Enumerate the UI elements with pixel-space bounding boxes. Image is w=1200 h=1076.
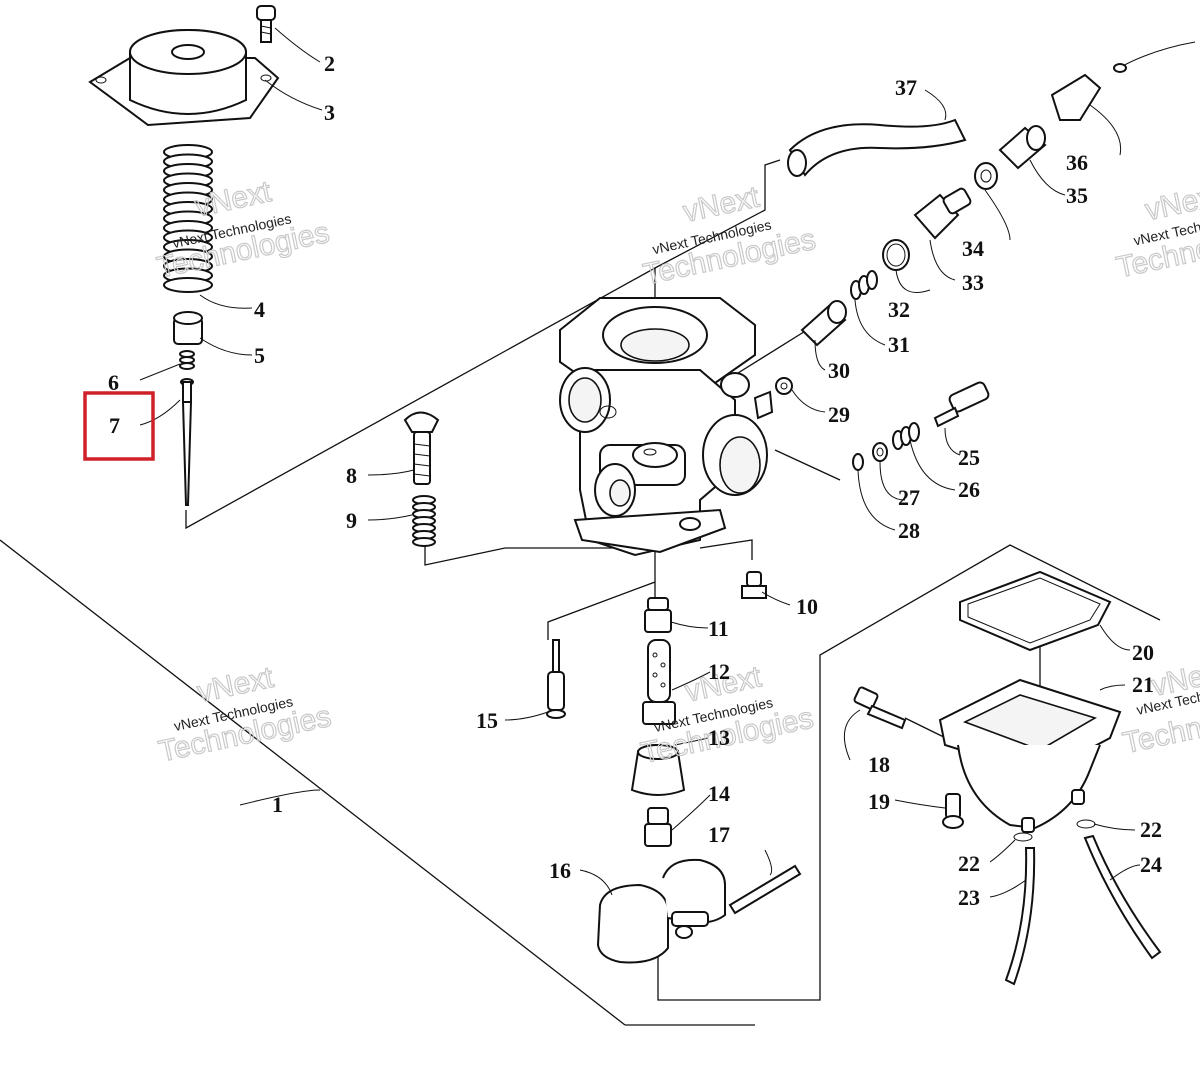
callout-29: 29	[828, 402, 850, 427]
part-12-needle-jet	[642, 639, 676, 725]
part-4-spring	[163, 144, 213, 293]
callout-23: 23	[958, 885, 980, 910]
callout-5: 5	[254, 343, 265, 368]
part-29-washer	[775, 377, 793, 395]
part-30-fitting	[800, 300, 847, 347]
callout-2: 2	[324, 51, 335, 76]
part-14-main-jet	[644, 807, 672, 847]
callout-25: 25	[958, 445, 980, 470]
callout-12: 12	[708, 659, 730, 684]
callout-37: 37	[895, 75, 917, 100]
part-11-jet	[644, 597, 672, 633]
callout-31: 31	[888, 332, 910, 357]
part-23-hose	[1004, 847, 1036, 986]
callout-30: 30	[828, 358, 850, 383]
part-24-hose	[1083, 834, 1162, 960]
part-8-adjust-screw	[403, 411, 440, 485]
callout-4: 4	[254, 297, 265, 322]
callout-34: 34	[962, 236, 984, 261]
watermark-group-2: vNext Technologies vNext Technologies	[640, 180, 819, 292]
callout-labels: 1 2 3 4 5 6 7 8 9 10 11 12 13 14 15 16 1…	[108, 51, 1162, 910]
callout-28: 28	[898, 518, 920, 543]
watermark-group-4: vNext Technologies vNext Technologies	[155, 660, 334, 769]
callout-35: 35	[1066, 183, 1088, 208]
callout-17: 17	[708, 822, 730, 847]
part-27-washer	[872, 442, 888, 462]
watermark-group-6: vNext Technologies vNext Technologies	[1119, 654, 1200, 761]
callout-14: 14	[708, 781, 730, 806]
callout-21: 21	[1132, 672, 1154, 697]
callout-20: 20	[1132, 640, 1154, 665]
part-32-o-ring	[882, 239, 910, 271]
part-28-o-ring	[852, 453, 864, 471]
part-5-slide	[173, 311, 203, 345]
part-16-float	[596, 858, 726, 964]
callout-9: 9	[346, 508, 357, 533]
part-9-spring	[412, 495, 436, 547]
callout-3: 3	[324, 100, 335, 125]
callout-15: 15	[476, 708, 498, 733]
part-6-clip-spring	[179, 350, 195, 370]
callout-7: 7	[109, 413, 120, 438]
callout-6: 6	[108, 370, 119, 395]
callout-11: 11	[708, 616, 729, 641]
carburetor-body	[559, 297, 774, 557]
callout-10: 10	[796, 594, 818, 619]
part-15-pilot-screw	[546, 639, 566, 719]
part-36-cap	[1050, 41, 1196, 121]
part-34-washer	[974, 162, 998, 190]
part-31-spring	[850, 270, 878, 300]
part-20-gasket	[959, 570, 1112, 652]
part-37-hose	[787, 118, 967, 177]
callout-16: 16	[549, 858, 571, 883]
watermark-group-3: vNext Technologies vNext Technologies	[1113, 178, 1200, 285]
part-13-jet-holder	[630, 744, 686, 796]
callout-32: 32	[888, 297, 910, 322]
part-2-screw	[256, 5, 276, 43]
part-33-nut	[913, 187, 972, 240]
callout-19: 19	[868, 789, 890, 814]
callout-26: 26	[958, 477, 980, 502]
highlight-box	[83, 391, 155, 461]
part-10-screw	[741, 571, 767, 599]
spring-coil	[163, 277, 213, 293]
callout-8: 8	[346, 463, 357, 488]
callout-1: 1	[272, 792, 283, 817]
callout-22a: 22	[958, 851, 980, 876]
part-26-spring	[892, 422, 920, 450]
callout-27: 27	[898, 485, 920, 510]
part-21-float-bowl	[938, 678, 1122, 833]
callout-22b: 22	[1140, 817, 1162, 842]
part-17-float-pin	[728, 864, 802, 915]
callout-24: 24	[1140, 852, 1162, 877]
part-3-top-cover	[88, 29, 280, 127]
spring-coil	[412, 537, 436, 547]
leader-lines	[139, 27, 1141, 898]
callout-33: 33	[962, 270, 984, 295]
part-7-jet-needle	[180, 378, 194, 506]
callout-13: 13	[708, 725, 730, 750]
part-25-idle-screw	[933, 381, 990, 428]
part-18-drain-screw	[853, 686, 907, 730]
callout-18: 18	[868, 752, 890, 777]
part-19-screw	[942, 793, 964, 829]
part-35-fitting	[998, 125, 1047, 170]
callout-36: 36	[1066, 150, 1088, 175]
